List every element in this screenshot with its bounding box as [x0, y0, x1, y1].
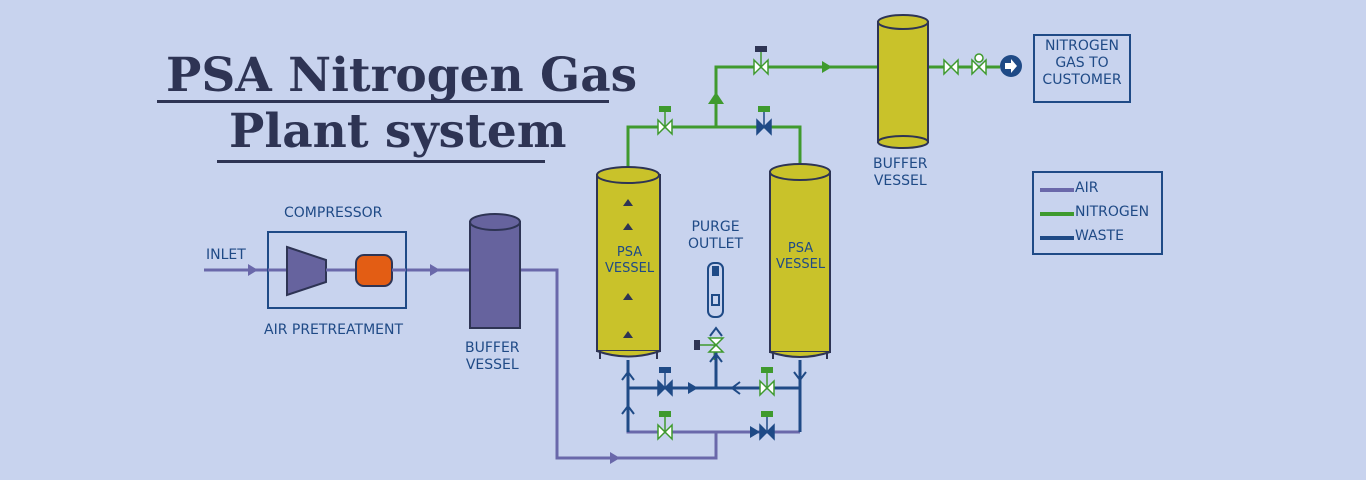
aftercooler-icon [355, 254, 393, 287]
psa-vessel-left-label: PSA VESSEL [605, 245, 655, 276]
title-underline-2 [217, 160, 545, 163]
valve [657, 106, 673, 136]
nitrogen-buffer-vessel [877, 14, 929, 149]
psa-vessel-right [769, 163, 831, 359]
legend-box [1032, 171, 1163, 255]
valve [657, 411, 673, 441]
legend-label-waste: WASTE [1075, 228, 1124, 244]
air-arrow [248, 264, 258, 276]
psa-vessel-right-label: PSA VESSEL [776, 241, 826, 272]
legend-swatch-air [1040, 188, 1074, 192]
title-line-2: Plant system [229, 104, 567, 159]
air-buffer-vessel-label: BUFFER VESSEL [465, 340, 520, 373]
inlet-label: INLET [206, 247, 246, 263]
title-line-1: PSA Nitrogen Gas [166, 48, 638, 103]
compressor-label: COMPRESSOR [284, 205, 383, 221]
purge-silencer [707, 262, 724, 318]
valve [759, 367, 775, 397]
title-underline-1 [157, 100, 609, 103]
valve [971, 53, 987, 76]
nitrogen-arrow [822, 61, 832, 73]
nitrogen-buffer-vessel-label: BUFFER VESSEL [873, 156, 928, 189]
psa-vessel-left [596, 166, 661, 359]
customer-box [1033, 34, 1131, 103]
nitrogen-arrow [708, 92, 724, 104]
air-buffer-vessel [469, 213, 521, 329]
legend-label-air: AIR [1075, 180, 1099, 196]
customer-label: NITROGEN GAS TO CUSTOMER [1042, 38, 1122, 88]
valve [753, 46, 769, 76]
compressor-icon [286, 245, 327, 297]
valves [657, 46, 987, 441]
legend-swatch-nitrogen [1040, 212, 1074, 216]
air-pretreatment-label: AIR PRETREATMENT [264, 322, 404, 338]
output-arrow-icon [1000, 55, 1022, 77]
valve [657, 367, 673, 397]
air-arrow [430, 264, 440, 276]
legend-swatch-waste [1040, 236, 1074, 240]
purge-outlet-label: PURGE OUTLET [688, 219, 744, 252]
valve [756, 106, 772, 136]
air-arrow [610, 452, 620, 464]
valve [694, 337, 725, 353]
valve [759, 411, 775, 441]
valve [943, 58, 959, 76]
legend-label-nitrogen: NITROGEN [1075, 204, 1150, 220]
